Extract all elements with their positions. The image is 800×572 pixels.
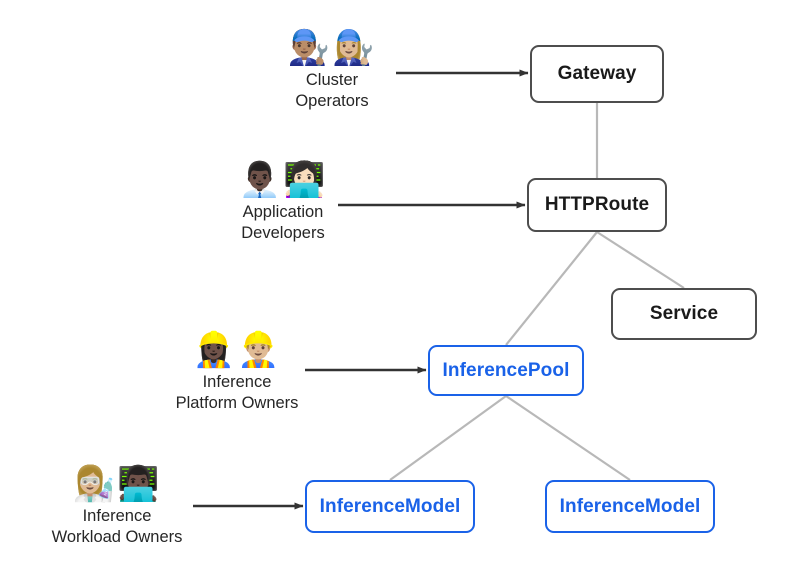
node-inferencemodel-left-label: InferenceModel xyxy=(319,495,461,517)
persona-inference-workload-owners: 👩🏼‍🔬👨🏿‍💻 Inference Workload Owners xyxy=(33,464,201,548)
persona-application-developers: 👨🏿‍💼👩🏻‍💻 Application Developers xyxy=(208,160,358,244)
application-developers-icon: 👨🏿‍💼👩🏻‍💻 xyxy=(238,160,328,200)
node-service[interactable]: Service xyxy=(611,288,757,340)
node-gateway-label: Gateway xyxy=(557,63,637,84)
node-inferencemodel-right-label: InferenceModel xyxy=(559,495,701,517)
persona-inference-platform-owners-label: Inference Platform Owners xyxy=(175,373,299,412)
node-inferencepool[interactable]: InferencePool xyxy=(428,345,584,396)
node-inferencemodel-right[interactable]: InferenceModel xyxy=(545,480,715,533)
persona-cluster-operators: 👨🏽‍🔧👩🏼‍🔧 Cluster Operators xyxy=(272,28,392,112)
persona-inference-platform-owners: 👷🏿‍♀️👷🏼‍♂️ Inference Platform Owners xyxy=(157,330,317,414)
node-service-label: Service xyxy=(649,303,719,324)
persona-application-developers-label: Application Developers xyxy=(241,203,325,242)
edge-httproute-inferencepool xyxy=(505,231,598,346)
persona-cluster-operators-label: Cluster Operators xyxy=(295,71,369,110)
edge-inferencepool-inferencemodel-right xyxy=(505,395,631,481)
inference-platform-owners-icon: 👷🏿‍♀️👷🏼‍♂️ xyxy=(192,330,282,370)
persona-inference-workload-owners-label: Inference Workload Owners xyxy=(51,507,183,546)
node-httproute-label: HTTPRoute xyxy=(544,194,650,215)
edge-inferencepool-inferencemodel-left xyxy=(389,395,507,481)
node-gateway[interactable]: Gateway xyxy=(530,45,664,103)
node-inferencepool-label: InferencePool xyxy=(442,359,570,381)
node-inferencemodel-left[interactable]: InferenceModel xyxy=(305,480,475,533)
node-httproute[interactable]: HTTPRoute xyxy=(527,178,667,232)
edge-httproute-service xyxy=(596,231,685,289)
inference-workload-owners-icon: 👩🏼‍🔬👨🏿‍💻 xyxy=(72,464,162,504)
cluster-operators-icon: 👨🏽‍🔧👩🏼‍🔧 xyxy=(287,28,377,68)
